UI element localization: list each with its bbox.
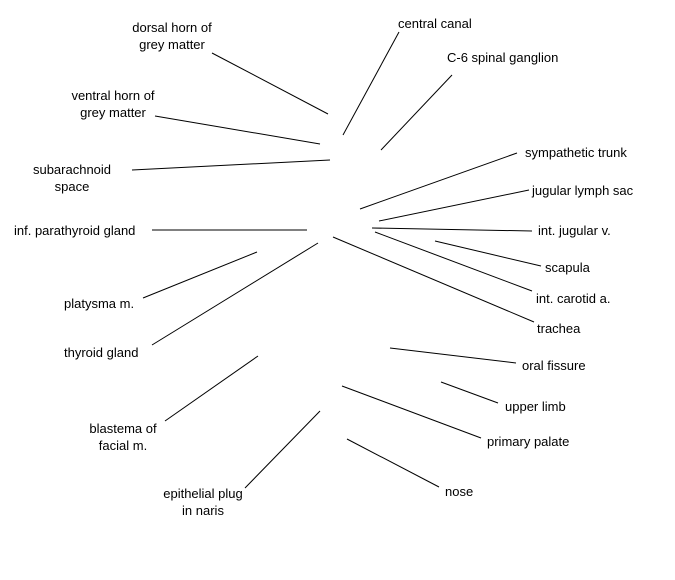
label-thyroid: thyroid gland [64,345,139,360]
label-oral-fissure: oral fissure [522,358,586,373]
label-trachea: trachea [537,321,581,336]
leader-nose [346,438,440,488]
label-epithelial-plug-line1: epithelial plug [163,486,243,501]
label-int-carotid: int. carotid a. [536,291,611,306]
label-dorsal-horn: dorsal horn of grey matter [117,19,227,53]
label-c6-ganglion: C-6 spinal ganglion [447,50,559,65]
label-inf-parathyroid: inf. parathyroid gland [14,223,136,238]
label-nose: nose [445,484,474,499]
leader-upper-limb [440,381,499,404]
leader-scapula [434,240,542,267]
label-epithelial-plug: epithelial plug in naris [148,485,258,519]
label-ventral-horn-line1: ventral horn of [71,88,155,103]
label-primary-palate: primary palate [487,434,570,449]
label-blastema-line2: facial m. [98,438,148,453]
label-jugular-lymph-sac: jugular lymph sac [532,183,634,198]
leader-platysma [142,251,258,299]
label-blastema: blastema of facial m. [73,420,173,454]
label-epithelial-plug-line2: in naris [182,503,224,518]
label-subarachnoid: subarachnoid space [22,161,122,195]
leader-epithelial-plug [244,410,321,489]
label-subarachnoid-line1: subarachnoid [32,162,112,177]
leader-primary-palate [341,385,482,439]
leader-sympathetic-trunk [359,152,518,210]
label-blastema-line1: blastema of [89,421,157,436]
leader-jugular-lymph-sac [378,189,530,222]
label-platysma: platysma m. [64,296,135,311]
label-sympathetic-trunk: sympathetic trunk [525,145,627,160]
leader-thyroid [151,242,319,346]
label-int-jugular: int. jugular v. [538,223,611,238]
label-ventral-horn-line2: grey matter [80,105,146,120]
leader-subarachnoid [131,159,331,171]
label-upper-limb: upper limb [505,399,566,414]
leader-central-canal [342,31,400,136]
label-central-canal: central canal [398,16,472,31]
leader-int-jugular [371,227,533,232]
label-dorsal-horn-line2: grey matter [139,37,205,52]
leader-c6-ganglion [380,74,453,151]
label-scapula: scapula [545,260,590,275]
leader-blastema [164,355,259,422]
leader-oral-fissure [389,347,517,364]
leader-dorsal-horn [211,52,329,115]
label-dorsal-horn-line1: dorsal horn of [132,20,212,35]
label-ventral-horn: ventral horn of grey matter [58,87,168,121]
leader-trachea [332,236,535,323]
leader-ventral-horn [154,115,321,145]
label-subarachnoid-line2: space [54,179,90,194]
leader-int-carotid [374,231,533,292]
